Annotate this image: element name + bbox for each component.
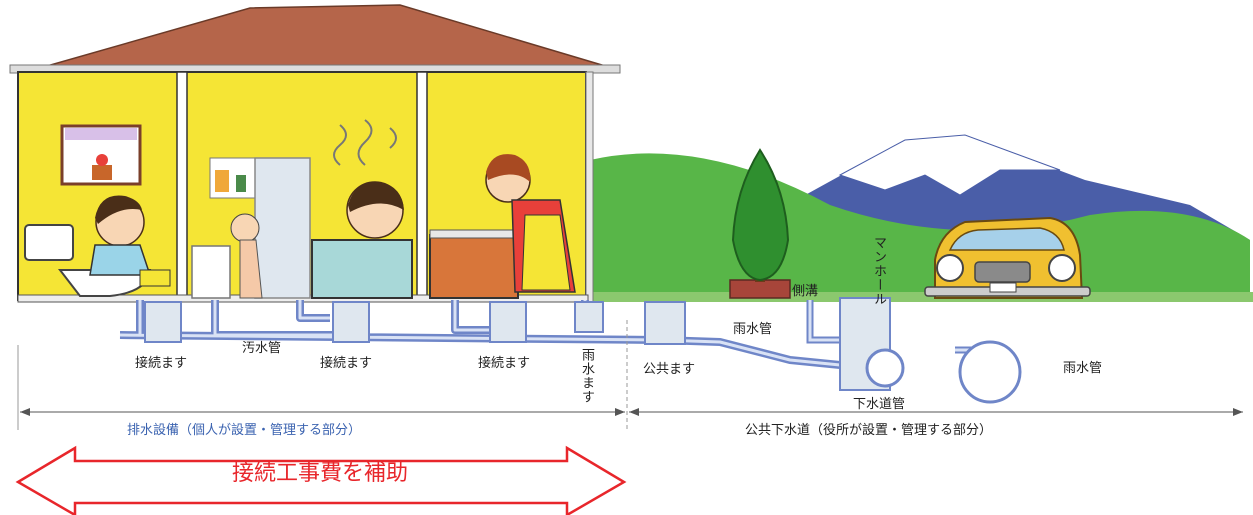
kitchen bbox=[429, 154, 576, 299]
rain-box-label: 雨水ます bbox=[579, 348, 594, 404]
ground-strip bbox=[590, 292, 1253, 302]
private-section-label: 排水設備（個人が設置・管理する部分） bbox=[127, 423, 362, 438]
connection-box-2-label: 接続ます bbox=[320, 356, 373, 371]
sewer-pipe-label: 下水道管 bbox=[853, 397, 906, 412]
subsidy-label: 接続工事費を補助 bbox=[231, 461, 408, 486]
room-divider-1 bbox=[176, 71, 188, 301]
rain-box-shape bbox=[574, 301, 604, 333]
downspout bbox=[585, 71, 594, 318]
connection-box-3-label: 接続ます bbox=[478, 356, 531, 371]
subsidy-double-arrow bbox=[15, 445, 627, 515]
rain-pipe-right-label: 雨水管 bbox=[1063, 361, 1103, 376]
rain-pipe-section bbox=[958, 340, 1022, 404]
toilet-tank bbox=[24, 224, 74, 261]
room-divider-2 bbox=[416, 71, 428, 301]
sewage-pipe-label: 汚水管 bbox=[242, 341, 282, 356]
side-ditch-label: 側溝 bbox=[792, 284, 819, 299]
landscape bbox=[590, 134, 1253, 302]
public-box-label: 公共ます bbox=[643, 362, 696, 377]
connection-box-3 bbox=[489, 301, 527, 343]
child-head bbox=[230, 213, 260, 243]
connection-box-1 bbox=[144, 301, 182, 343]
manhole-label: マンホール bbox=[871, 236, 886, 306]
toilet-room bbox=[24, 124, 171, 297]
bathroom bbox=[191, 119, 413, 299]
connection-box-1-label: 接続ます bbox=[135, 356, 188, 371]
inspection-boxes bbox=[144, 297, 891, 391]
roof bbox=[39, 4, 613, 69]
kitchen-counter bbox=[429, 234, 519, 299]
connection-box-2 bbox=[332, 301, 370, 343]
steam bbox=[333, 119, 397, 166]
public-box-shape bbox=[644, 301, 686, 345]
public-section-label: 公共下水道（役所が設置・管理する部分） bbox=[745, 423, 993, 438]
rain-pipe-upper-label: 雨水管 bbox=[733, 322, 773, 337]
boundary-lines bbox=[17, 320, 1243, 430]
bathtub bbox=[311, 239, 413, 299]
shower-door bbox=[254, 157, 311, 299]
pipe-cross-sections bbox=[865, 340, 1022, 404]
car bbox=[924, 216, 1091, 299]
tree bbox=[729, 148, 791, 299]
plumbing bbox=[119, 300, 985, 372]
mountain-snowcap bbox=[838, 134, 1061, 196]
sewer-pipe-section bbox=[865, 348, 905, 388]
sink-stand bbox=[191, 245, 231, 299]
